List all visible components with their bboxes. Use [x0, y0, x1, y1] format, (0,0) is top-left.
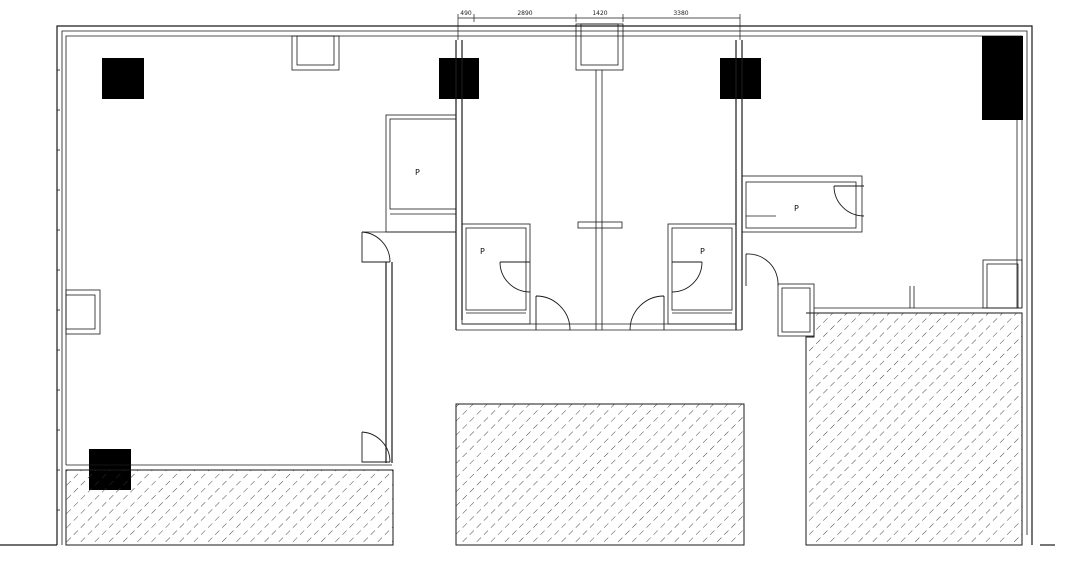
fitting-room-label-4: P	[794, 204, 799, 213]
fitting-rooms-central	[461, 223, 737, 331]
fitting-room-label-1: P	[415, 168, 420, 177]
hatched-area-center	[455, 403, 745, 546]
left-wall-ticks	[57, 69, 60, 511]
right-room-walls	[741, 175, 1023, 337]
door-swing	[361, 431, 391, 463]
dimension-label-1: 490	[460, 10, 472, 17]
top-wall-windows	[291, 23, 624, 71]
fitting-room-label-2: P	[480, 247, 485, 256]
dimension-label-3: 1420	[592, 10, 607, 17]
column	[102, 58, 144, 99]
doors-left-room	[361, 231, 391, 463]
door-swing	[499, 261, 531, 293]
door-swing	[833, 185, 865, 217]
door-swing	[535, 295, 571, 331]
door-swing	[361, 231, 391, 263]
dimension-label-2: 2890	[517, 10, 532, 17]
dimension-label-4: 3380	[673, 10, 688, 17]
door-swing	[745, 253, 779, 287]
hatched-area-left	[65, 469, 394, 546]
door-swing	[671, 261, 703, 293]
fitting-room-label-3: P	[700, 247, 705, 256]
hatched-areas	[65, 312, 1023, 546]
column	[982, 36, 1023, 120]
hatched-area-right	[805, 312, 1023, 546]
column	[720, 58, 761, 99]
left-room-walls	[66, 114, 457, 471]
dimension-line: 490 2890 1420 3380	[457, 10, 741, 40]
column	[439, 58, 479, 99]
central-corridor	[455, 40, 743, 331]
room-labels: P P P P	[415, 168, 799, 256]
left-wall-window	[65, 289, 101, 335]
door-swing	[629, 295, 665, 331]
